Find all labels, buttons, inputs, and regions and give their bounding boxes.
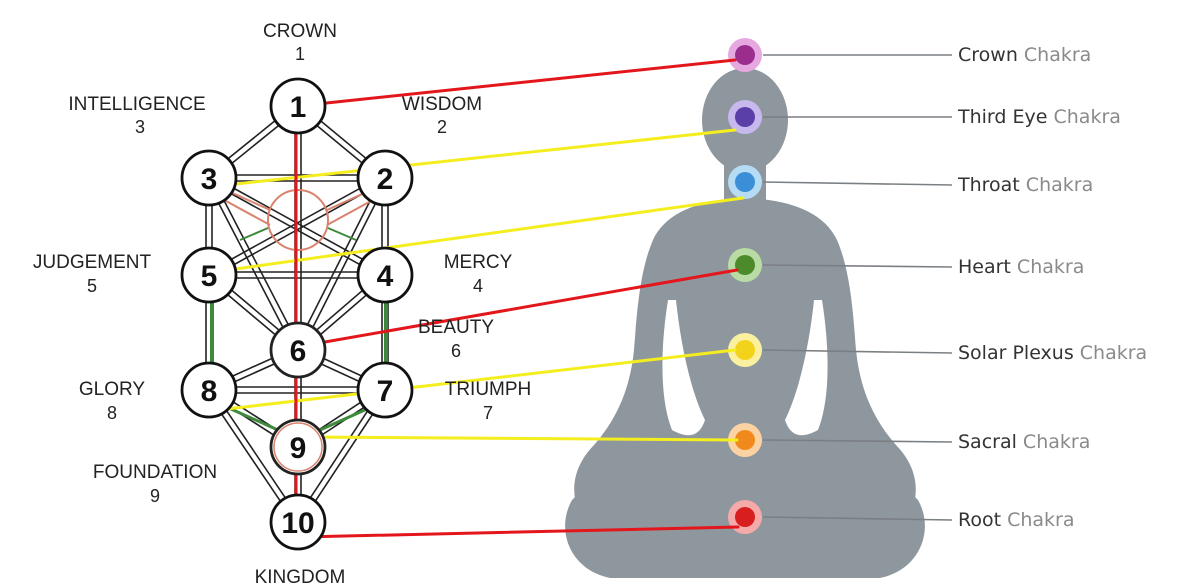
chakra-label-suffix: Chakra <box>1017 431 1090 453</box>
sephira-name-number-5: 5 <box>87 276 97 296</box>
sephira-name-number-4: 4 <box>473 276 483 296</box>
chakra-label-suffix: Chakra <box>1018 44 1091 66</box>
chakra-label-solar-plexus: Solar Plexus Chakra <box>958 342 1147 364</box>
sephira-number-1: 1 <box>290 91 307 124</box>
chakra-label-suffix: Chakra <box>1074 342 1147 364</box>
chakra-label-suffix: Chakra <box>1047 106 1120 128</box>
sephira-node-9: 9 <box>271 420 325 474</box>
leader-line-throat <box>763 182 952 185</box>
chakra-label-main: Sacral <box>958 431 1017 453</box>
sephira-number-9: 9 <box>290 432 307 465</box>
sephira-node-2: 2 <box>358 151 412 205</box>
sephira-number-8: 8 <box>201 375 218 408</box>
sephira-number-4: 4 <box>377 260 394 293</box>
sephira-number-3: 3 <box>201 163 218 196</box>
sephira-number-10: 10 <box>281 507 314 540</box>
sephira-node-1: 1 <box>271 79 325 133</box>
chakra-dot-third-eye <box>735 107 755 127</box>
sephira-name-4: MERCY <box>444 252 513 273</box>
sephira-node-5: 5 <box>182 248 236 302</box>
chakra-dot-heart <box>735 255 755 275</box>
chakra-dot-crown <box>735 45 755 65</box>
sephira-name-10: KINGDOM <box>255 567 346 588</box>
sephira-name-number-8: 8 <box>107 403 117 423</box>
chakra-label-suffix: Chakra <box>1020 174 1093 196</box>
sephira-name-1: CROWN <box>263 21 337 42</box>
chakra-label-main: Heart <box>958 256 1011 278</box>
sephira-number-6: 6 <box>290 335 307 368</box>
chakra-label-main: Solar Plexus <box>958 342 1074 364</box>
sephira-name-number-1: 1 <box>295 44 305 64</box>
chakra-dot-root <box>735 507 755 527</box>
sephira-node-4: 4 <box>358 248 412 302</box>
chakra-label-suffix: Chakra <box>1011 256 1084 278</box>
sephira-name-number-3: 3 <box>135 117 145 137</box>
chakra-dot-throat <box>735 172 755 192</box>
chakra-label-main: Third Eye <box>957 106 1047 128</box>
sephira-name-number-2: 2 <box>437 117 447 137</box>
sephira-name-2: WISDOM <box>402 94 482 115</box>
sephira-name-number-6: 6 <box>451 341 461 361</box>
sephira-name-6: BEAUTY <box>418 317 494 338</box>
chakra-label-throat: Throat Chakra <box>957 174 1093 196</box>
chakra-label-suffix: Chakra <box>1001 509 1074 531</box>
sephira-node-8: 8 <box>182 363 236 417</box>
sephira-node-10: 10 <box>271 495 325 549</box>
chakra-label-root: Root Chakra <box>958 509 1075 531</box>
chakra-label-heart: Heart Chakra <box>958 256 1084 278</box>
sephira-node-3: 3 <box>182 151 236 205</box>
sephira-number-5: 5 <box>201 260 218 293</box>
chakra-label-third-eye: Third Eye Chakra <box>957 106 1121 128</box>
sephira-name-9: FOUNDATION <box>93 462 217 483</box>
sephira-name-8: GLORY <box>79 379 146 400</box>
chakra-label-main: Root <box>958 509 1001 531</box>
sephira-name-number-7: 7 <box>483 403 493 423</box>
sephira-name-7: TRIUMPH <box>445 379 532 400</box>
chakra-label-main: Crown <box>958 44 1018 66</box>
connection-3-third-eye <box>226 130 735 185</box>
sephira-number-2: 2 <box>377 163 394 196</box>
chakra-dot-solar-plexus <box>735 340 755 360</box>
chakra-label-sacral: Sacral Chakra <box>958 431 1090 453</box>
sephira-node-7: 7 <box>358 363 412 417</box>
sephira-name-3: INTELLIGENCE <box>68 94 205 115</box>
sephira-name-5: JUDGEMENT <box>33 252 152 273</box>
chakra-label-crown: Crown Chakra <box>958 44 1091 66</box>
sephira-number-7: 7 <box>377 375 394 408</box>
sephira-name-number-9: 9 <box>150 486 160 506</box>
sephira-node-6: 6 <box>271 323 325 377</box>
chakra-label-main: Throat <box>957 174 1020 196</box>
connection-1-crown <box>298 60 735 106</box>
